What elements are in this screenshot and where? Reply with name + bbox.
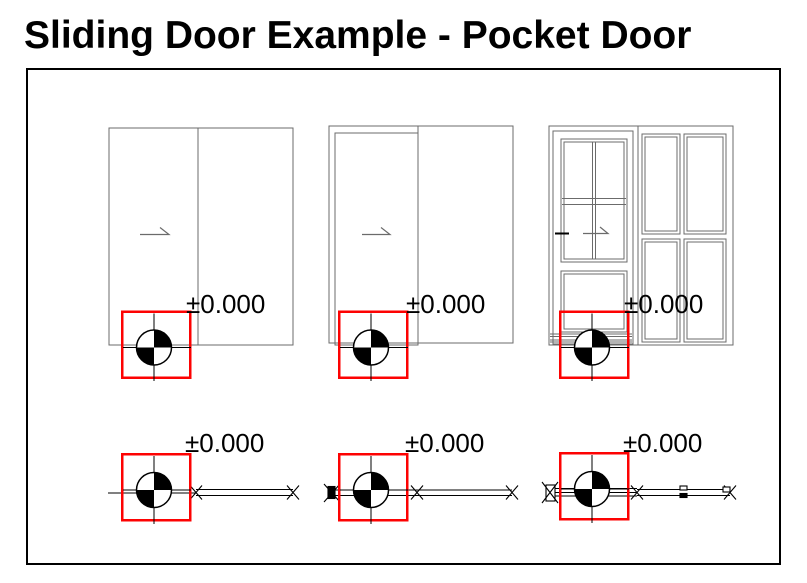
datum-marker-plan-2: [337, 452, 409, 524]
datum-quadrant: [371, 330, 389, 348]
datum-marker-elevation-1: [120, 310, 192, 381]
slide-direction-arrow-icon: [583, 226, 610, 235]
plan-door-3: [541, 481, 737, 504]
elevation-door-3: [548, 125, 734, 346]
hotspot-red-square: [337, 310, 409, 379]
end-stop-block: [722, 486, 731, 493]
hotspot-red-square: [558, 310, 630, 379]
datum-quadrant: [136, 490, 154, 508]
datum-marker-elevation-3: [558, 310, 630, 381]
break-x-icon: [323, 483, 341, 503]
pocket-panel-inner: [644, 136, 678, 232]
datum-marker-elevation-2: [337, 310, 409, 381]
datum-quadrant: [353, 490, 371, 508]
door-opening-outline: [548, 125, 734, 346]
door-opening-outline: [108, 127, 294, 346]
datum-quadrant: [136, 347, 154, 365]
door-opening-outline: [328, 125, 514, 344]
datum-quadrant: [592, 330, 610, 348]
datum-quadrant: [353, 347, 371, 365]
datum-marker-plan-1: [120, 452, 192, 524]
elevation-door-1: [108, 127, 294, 346]
level-annotation-plan-1: ±0.000: [185, 428, 265, 458]
break-x-icon: [286, 485, 300, 500]
hotspot-red-square: [558, 451, 630, 521]
hotspot-red-square: [337, 452, 409, 522]
datum-quadrant: [154, 472, 172, 490]
level-annotation-elevation-3: ±0.000: [624, 289, 704, 319]
break-x-icon: [189, 485, 203, 500]
level-annotation-elevation-2: ±0.000: [406, 289, 486, 319]
break-x-icon: [410, 485, 424, 500]
page-title: Sliding Door Example - Pocket Door: [24, 14, 692, 57]
break-x-icon: [630, 485, 644, 500]
datum-marker-plan-3: [558, 451, 630, 523]
pocket-panel-inner: [686, 136, 724, 232]
datum-quadrant: [371, 472, 389, 490]
drawing-border: [26, 68, 781, 565]
level-annotation-plan-2: ±0.000: [405, 428, 485, 458]
pocket-panel: [641, 238, 681, 343]
datum-quadrant: [574, 347, 592, 365]
datum-quadrant: [574, 489, 592, 507]
slide-direction-arrow-icon: [362, 227, 392, 236]
leaf-bottom-panel-outer: [560, 270, 628, 333]
leaf-bottom-panel-inner: [563, 273, 625, 330]
level-annotation-elevation-1: ±0.000: [186, 289, 266, 319]
break-x-icon: [505, 485, 519, 500]
datum-quadrant: [592, 471, 610, 489]
hotspot-red-square: [120, 452, 192, 522]
pocket-panel-inner: [686, 241, 724, 340]
pocket-panel: [641, 133, 681, 235]
glazing-frame-outer: [560, 138, 628, 263]
pocket-panel: [683, 133, 727, 235]
handle-plate: [679, 485, 688, 491]
handle-plate-filled: [679, 492, 688, 499]
slide-direction-arrow-icon: [140, 227, 171, 236]
break-x-icon: [541, 481, 559, 504]
glazing-frame-inner: [563, 141, 625, 260]
level-annotation-plan-3: ±0.000: [623, 428, 703, 458]
pocket-panel-inner: [644, 241, 678, 340]
pocket-panel: [683, 238, 727, 343]
datum-quadrant: [154, 330, 172, 348]
hotspot-red-square: [120, 310, 192, 379]
